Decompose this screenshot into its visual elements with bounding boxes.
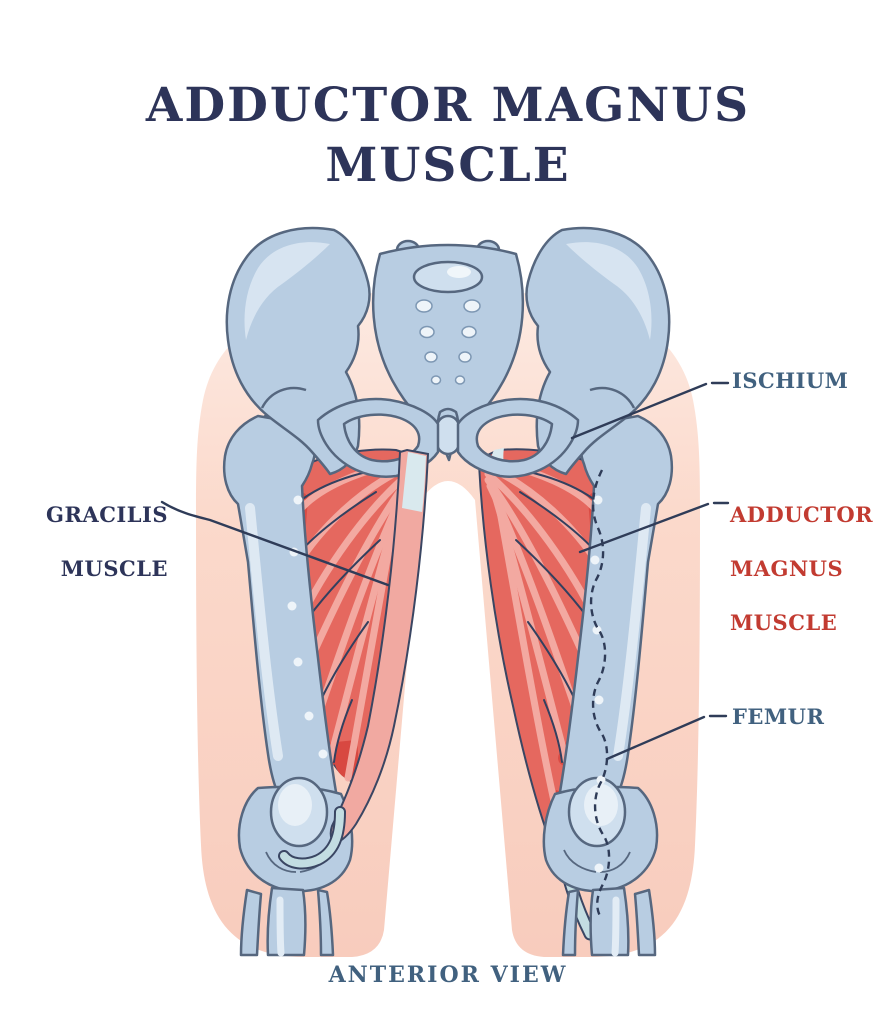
femur-leader-line — [605, 714, 728, 761]
diagram-title: ADDUCTOR MAGNUS MUSCLE — [0, 76, 896, 196]
pelvis — [225, 226, 671, 478]
title-line-1: ADDUCTOR MAGNUS — [145, 78, 751, 133]
adductor-label-line-2: MAGNUS — [730, 556, 844, 581]
leader-lines — [160, 381, 730, 761]
gracilis-label: GRACILIS MUSCLE — [18, 474, 168, 609]
hidden-attachment-dashed-line — [589, 469, 611, 917]
adductor-leader-line — [578, 501, 730, 554]
adductor-label-line-1: ADDUCTOR — [730, 502, 874, 527]
adductor-magnus-label: ADDUCTOR MAGNUS MUSCLE — [730, 474, 873, 663]
gracilis-leader-line — [160, 500, 390, 587]
adductor-label-line-3: MUSCLE — [730, 610, 838, 635]
right-pubic-ring — [456, 397, 580, 478]
right-femur — [542, 403, 674, 957]
view-caption: ANTERIOR VIEW — [328, 962, 568, 988]
gracilis-muscle — [278, 448, 430, 870]
ischium-leader-line — [570, 381, 730, 440]
ischium-label: ISCHIUM — [732, 368, 849, 393]
left-femur — [222, 403, 354, 957]
title-line-2: MUSCLE — [325, 138, 571, 193]
pubic-symphysis — [435, 414, 461, 456]
gracilis-label-line-2: MUSCLE — [60, 556, 168, 581]
femur-label: FEMUR — [732, 704, 825, 729]
gracilis-label-line-1: GRACILIS — [46, 502, 168, 527]
attachment-marks — [287, 469, 611, 917]
